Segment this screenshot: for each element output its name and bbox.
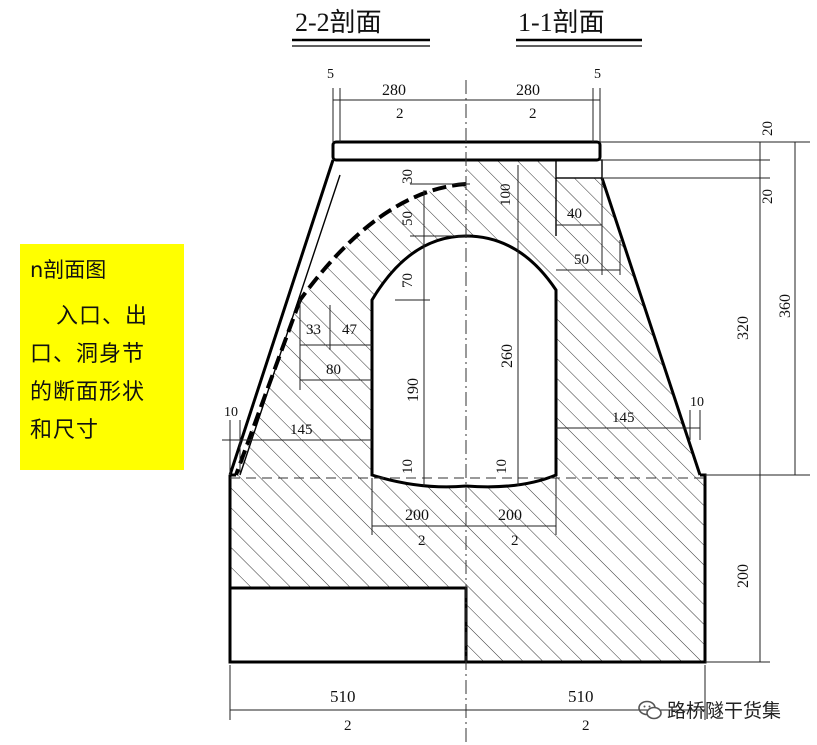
left-wingwall-curve xyxy=(298,182,467,302)
dim-top-right-value: 280 xyxy=(516,82,540,99)
dimension-lines xyxy=(222,88,810,720)
watermark: 路桥隧干货集 xyxy=(637,696,781,723)
dim-bottom-10-right: 10 xyxy=(494,459,510,474)
dim-bottom-10-left: 10 xyxy=(400,459,416,474)
dim-inner-bottom-right-divisor: 2 xyxy=(511,533,519,549)
note-box: n剖面图 入口、出 口、洞身节 的断面形状 和尺寸 xyxy=(20,244,184,470)
dim-right-360: 360 xyxy=(777,294,794,318)
dim-right-10: 10 xyxy=(690,395,704,410)
dim-top-small-right: 5 xyxy=(594,67,601,82)
dim-inner-bottom-right-value: 200 xyxy=(498,507,522,524)
dim-right-40: 40 xyxy=(567,206,582,222)
title-section-2-2: 2-2剖面 xyxy=(295,8,382,37)
dim-left-145: 145 xyxy=(290,422,313,438)
dim-inner-47: 47 xyxy=(342,322,358,338)
dim-right-200: 200 xyxy=(735,564,752,588)
dim-base-left-value: 510 xyxy=(330,687,356,706)
dim-base-left-divisor: 2 xyxy=(344,718,352,734)
left-wingwall-line xyxy=(234,299,302,476)
dim-right-50: 50 xyxy=(574,252,589,268)
dim-base-right-value: 510 xyxy=(568,687,594,706)
watermark-text: 路桥隧干货集 xyxy=(667,700,782,722)
dim-crown-100: 100 xyxy=(498,184,514,207)
right-wall-slope xyxy=(600,177,702,476)
dim-crown-50: 50 xyxy=(400,211,416,226)
note-line: 的断面形状 xyxy=(30,380,146,405)
title-section-1-1: 1-1剖面 xyxy=(518,8,605,37)
hatch-right-section xyxy=(466,160,705,662)
left-footing-block xyxy=(228,586,468,664)
note-line: 入口、出 xyxy=(56,304,149,329)
dim-inner-80: 80 xyxy=(326,362,341,378)
note-line: 和尺寸 xyxy=(30,418,100,443)
dim-left-10: 10 xyxy=(224,405,238,420)
dim-right-145: 145 xyxy=(612,410,635,426)
dim-inner-33: 33 xyxy=(306,322,321,338)
dim-crown-30: 30 xyxy=(400,169,416,184)
dim-arch-70: 70 xyxy=(400,273,416,288)
dim-right-top-20b: 20 xyxy=(760,189,776,204)
right-cap-block xyxy=(555,159,603,179)
dim-top-left-value: 280 xyxy=(382,82,406,99)
dim-height-260: 260 xyxy=(499,344,516,368)
dim-inner-bottom-left-value: 200 xyxy=(405,507,429,524)
dim-height-190: 190 xyxy=(405,378,422,402)
dim-right-top-20a: 20 xyxy=(760,121,776,136)
wechat-icon xyxy=(638,700,662,719)
dim-base-right-divisor: 2 xyxy=(582,718,590,734)
note-body: 入口、出 口、洞身节 的断面形状 和尺寸 xyxy=(30,298,174,450)
dim-inner-bottom-left-divisor: 2 xyxy=(418,533,426,549)
dim-right-320: 320 xyxy=(735,316,752,340)
dim-top-small-left: 5 xyxy=(327,67,334,82)
note-line: 口、洞身节 xyxy=(30,342,146,367)
dim-top-right-divisor: 2 xyxy=(529,106,537,122)
hatch-left-section xyxy=(230,184,466,588)
left-wall-slope-outer xyxy=(228,159,335,476)
note-heading: n剖面图 xyxy=(30,258,107,282)
dim-top-left-divisor: 2 xyxy=(396,106,404,122)
culvert-opening xyxy=(370,234,558,489)
dimension-labels: 5 5 280 2 280 2 20 20 320 360 200 30 50 … xyxy=(224,67,794,734)
